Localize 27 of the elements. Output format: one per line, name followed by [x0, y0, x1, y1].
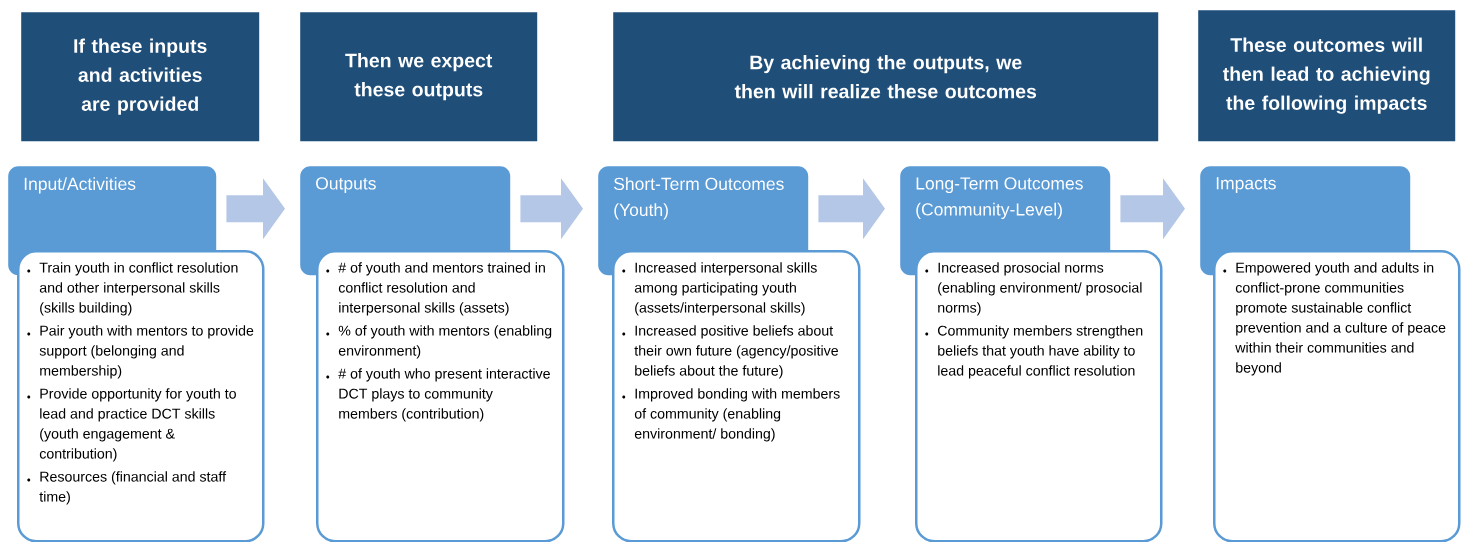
content-box	[1213, 250, 1461, 542]
tab-title: Outputs	[316, 177, 376, 194]
content-box	[316, 250, 565, 542]
tab-title: Short-Term Outcomes (Youth)	[614, 177, 784, 220]
bullet-text: # of youth and mentors trained in conflict resolution and interpersonal skills (assets)	[338, 262, 545, 316]
tab-title: Impacts	[1216, 177, 1276, 193]
content-box	[915, 250, 1163, 542]
content-box	[17, 250, 265, 542]
header-box: Then we expect these outputs	[300, 12, 538, 142]
bullet-text: Empowered youth and adults in conflict-prone communities promote sustainable conflict prevention and a culture of peace within their communities and beyond	[1235, 262, 1446, 376]
tab-title: Input/Activities	[24, 177, 136, 194]
header-box: If these inputs and activities are provided	[21, 12, 260, 142]
bullet-text: Train youth in conflict resolution and other interpersonal skills (skills building)	[39, 262, 238, 316]
bullet-text: # of youth who present interactive DCT plays to community members (contribution)	[338, 368, 550, 422]
bullet-text: Community members strengthen beliefs that youth have ability to lead peaceful conflict resolution	[938, 325, 1143, 379]
header-box: By achieving the outputs, we then will realize these outcomes	[613, 12, 1159, 142]
tab-title: Long-Term Outcomes (Community-Level)	[916, 177, 1083, 220]
bullet-text: Resources (financial and staff time)	[39, 471, 227, 505]
header-box: These outcomes will then lead to achieving the following impacts	[1198, 10, 1456, 142]
bullet-text: Increased prosocial norms (enabling environment/ prosocial norms)	[938, 262, 1142, 316]
bullet-text: Provide opportunity for youth to lead and practice DCT skills (youth engagement & contribution)	[39, 388, 236, 462]
bullet-text: Improved bonding with members of community (enabling environment/ bonding)	[634, 388, 840, 442]
bullet-text: Increased interpersonal skills among participating youth (assets/interpersonal skills)	[634, 262, 817, 316]
bullet-text: Pair youth with mentors to provide support (belonging and membership)	[39, 325, 254, 379]
bullet-text: % of youth with mentors (enabling environment)	[338, 325, 552, 359]
content-box	[612, 250, 861, 542]
bullet-text: Increased positive beliefs about their own future (agency/positive beliefs about the future)	[634, 325, 838, 379]
